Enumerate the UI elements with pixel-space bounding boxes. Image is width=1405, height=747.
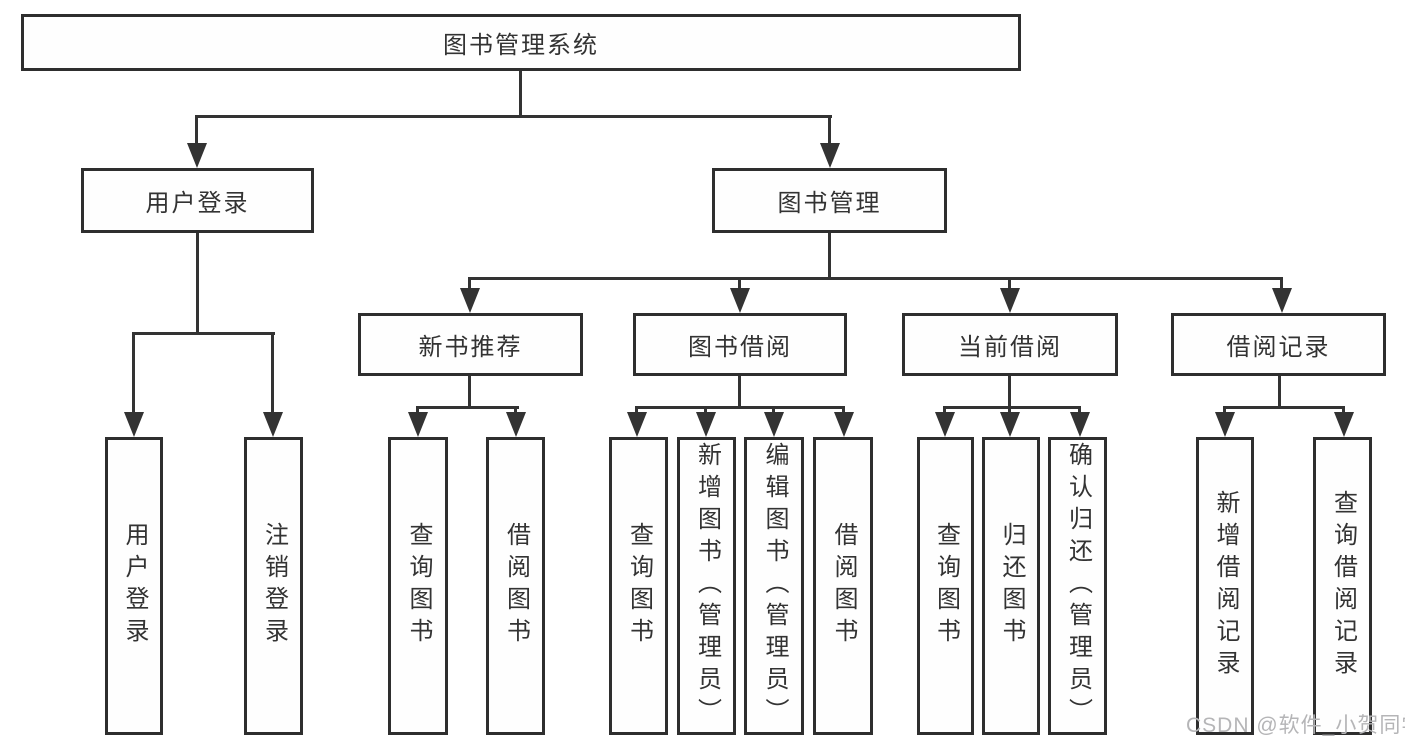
connector-line (738, 277, 741, 293)
leaf-label: 新增图书（管理员） (693, 442, 721, 730)
node-borrow-books: 借阅图书 (813, 437, 873, 735)
node-current-borrowing-label: 当前借阅 (958, 334, 1062, 361)
leaf-label: 查询图书 (405, 522, 432, 650)
leaf-label: 查询图书 (625, 522, 653, 650)
node-return-book: 归还图书 (982, 437, 1040, 735)
connector-line (468, 277, 471, 293)
node-confirm-return-admin: 确认归还（管理员） (1048, 437, 1107, 735)
connector-line (828, 232, 831, 280)
node-query-books-current: 查询图书 (917, 437, 974, 735)
arrow-down-icon (187, 143, 207, 168)
connector-line (635, 406, 845, 409)
arrow-down-icon (506, 412, 526, 437)
arrow-down-icon (764, 412, 784, 437)
node-user-login-leaf: 用户登录 (105, 437, 163, 735)
node-book-borrowing: 图书借阅 (633, 313, 847, 376)
connector-line (828, 115, 831, 147)
arrow-down-icon (1000, 288, 1020, 313)
leaf-label: 编辑图书（管理员） (761, 442, 788, 730)
node-current-borrowing: 当前借阅 (902, 313, 1118, 376)
node-book-management: 图书管理 (712, 168, 947, 233)
connector-line (1278, 375, 1281, 409)
leaf-label: 查询图书 (932, 522, 960, 650)
node-borrow-books-rec: 借阅图书 (486, 437, 545, 735)
node-user-login-label: 用户登录 (145, 190, 250, 217)
leaf-label: 新增借阅记录 (1212, 490, 1239, 682)
node-borrowing-records-label: 借阅记录 (1226, 334, 1331, 361)
leaf-label: 查询借阅记录 (1329, 490, 1357, 682)
node-new-book-recommendation-label: 新书推荐 (418, 334, 523, 361)
arrow-down-icon (834, 412, 854, 437)
node-edit-book-admin: 编辑图书（管理员） (744, 437, 804, 735)
connector-line (1280, 277, 1283, 293)
connector-line (519, 70, 522, 118)
leaf-label: 用户登录 (121, 522, 148, 650)
arrow-down-icon (696, 412, 716, 437)
connector-line (1008, 277, 1011, 293)
connector-line (738, 375, 741, 409)
connector-line (132, 332, 135, 414)
arrow-down-icon (124, 412, 144, 437)
connector-line (195, 115, 832, 118)
connector-line (195, 115, 198, 147)
arrow-down-icon (1334, 412, 1354, 437)
node-query-books-rec: 查询图书 (388, 437, 448, 735)
arrow-down-icon (935, 412, 955, 437)
arrow-down-icon (1215, 412, 1235, 437)
arrow-down-icon (1000, 412, 1020, 437)
node-query-books-borrow: 查询图书 (609, 437, 668, 735)
node-query-borrow-record: 查询借阅记录 (1313, 437, 1372, 735)
node-borrowing-records: 借阅记录 (1171, 313, 1386, 376)
connector-line (132, 332, 275, 335)
node-add-book-admin: 新增图书（管理员） (677, 437, 736, 735)
node-logout: 注销登录 (244, 437, 303, 735)
arrow-down-icon (1272, 288, 1292, 313)
connector-line (416, 406, 519, 409)
node-new-book-recommendation: 新书推荐 (358, 313, 583, 376)
connector-line (1223, 406, 1345, 409)
connector-line (468, 375, 471, 409)
arrow-down-icon (408, 412, 428, 437)
arrow-down-icon (627, 412, 647, 437)
arrow-down-icon (263, 412, 283, 437)
arrow-down-icon (460, 288, 480, 313)
connector-line (943, 406, 1081, 409)
node-root-label: 图书管理系统 (443, 32, 599, 59)
connector-line (271, 332, 274, 414)
leaf-label: 确认归还（管理员） (1064, 442, 1092, 730)
arrow-down-icon (1070, 412, 1090, 437)
node-book-management-label: 图书管理 (777, 190, 882, 217)
leaf-label: 归还图书 (998, 522, 1025, 650)
node-root: 图书管理系统 (21, 14, 1021, 71)
arrow-down-icon (730, 288, 750, 313)
arrow-down-icon (820, 143, 840, 168)
leaf-label: 借阅图书 (502, 522, 530, 650)
csdn-watermark: CSDN @软件_小贺同学 (1186, 714, 1405, 737)
connector-line (468, 277, 1283, 280)
connector-line (196, 232, 199, 335)
node-add-borrow-record: 新增借阅记录 (1196, 437, 1254, 735)
connector-line (1008, 375, 1011, 409)
node-user-login: 用户登录 (81, 168, 314, 233)
leaf-label: 借阅图书 (830, 522, 857, 650)
leaf-label: 注销登录 (260, 522, 288, 650)
node-book-borrowing-label: 图书借阅 (688, 334, 792, 361)
